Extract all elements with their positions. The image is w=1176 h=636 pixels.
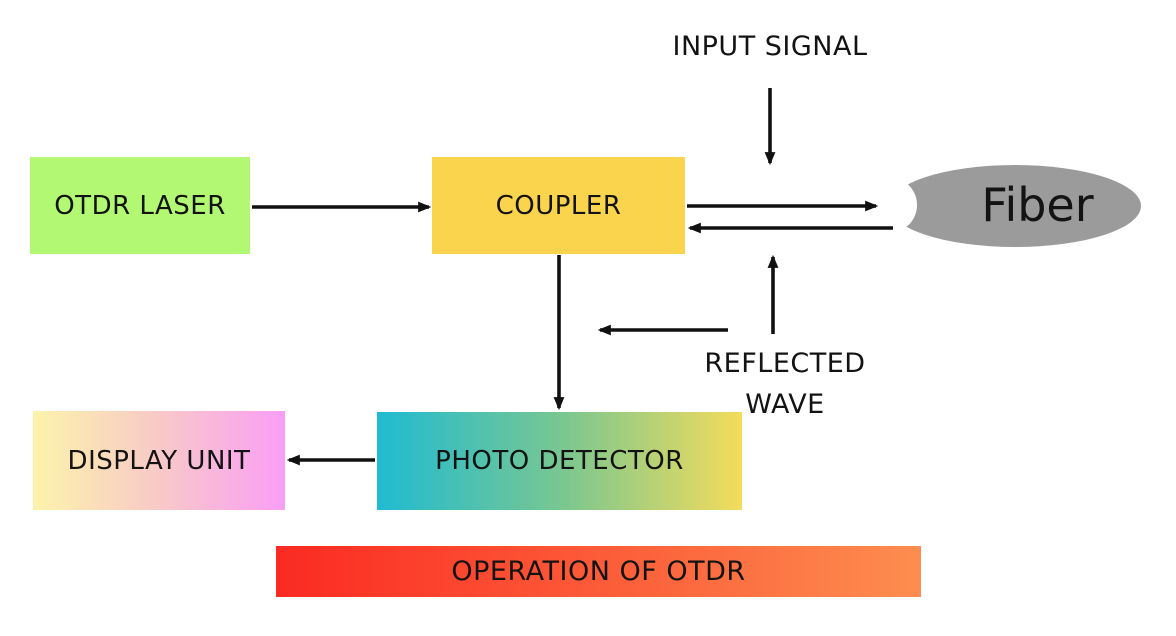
display-unit-node: DISPLAY UNIT	[33, 411, 285, 510]
photo-detector-node: PHOTO DETECTOR	[377, 412, 742, 510]
input-signal-label: INPUT SIGNAL	[672, 31, 868, 62]
coupler-label: COUPLER	[495, 190, 622, 221]
photo-detector-label: PHOTO DETECTOR	[435, 446, 684, 476]
fiber-label: Fiber	[981, 178, 1094, 232]
otdr-laser-node: OTDR LASER	[30, 157, 250, 254]
display-unit-label: DISPLAY UNIT	[67, 445, 251, 476]
diagram-title-banner: OPERATION OF OTDR	[276, 546, 921, 597]
otdr-laser-label: OTDR LASER	[54, 190, 226, 221]
coupler-node: COUPLER	[432, 157, 685, 254]
diagram-title-label: OPERATION OF OTDR	[451, 556, 746, 587]
fiber-node	[889, 165, 1141, 247]
fiber-notch	[861, 177, 917, 233]
reflected-wave-label: REFLECTED WAVE	[704, 348, 866, 420]
